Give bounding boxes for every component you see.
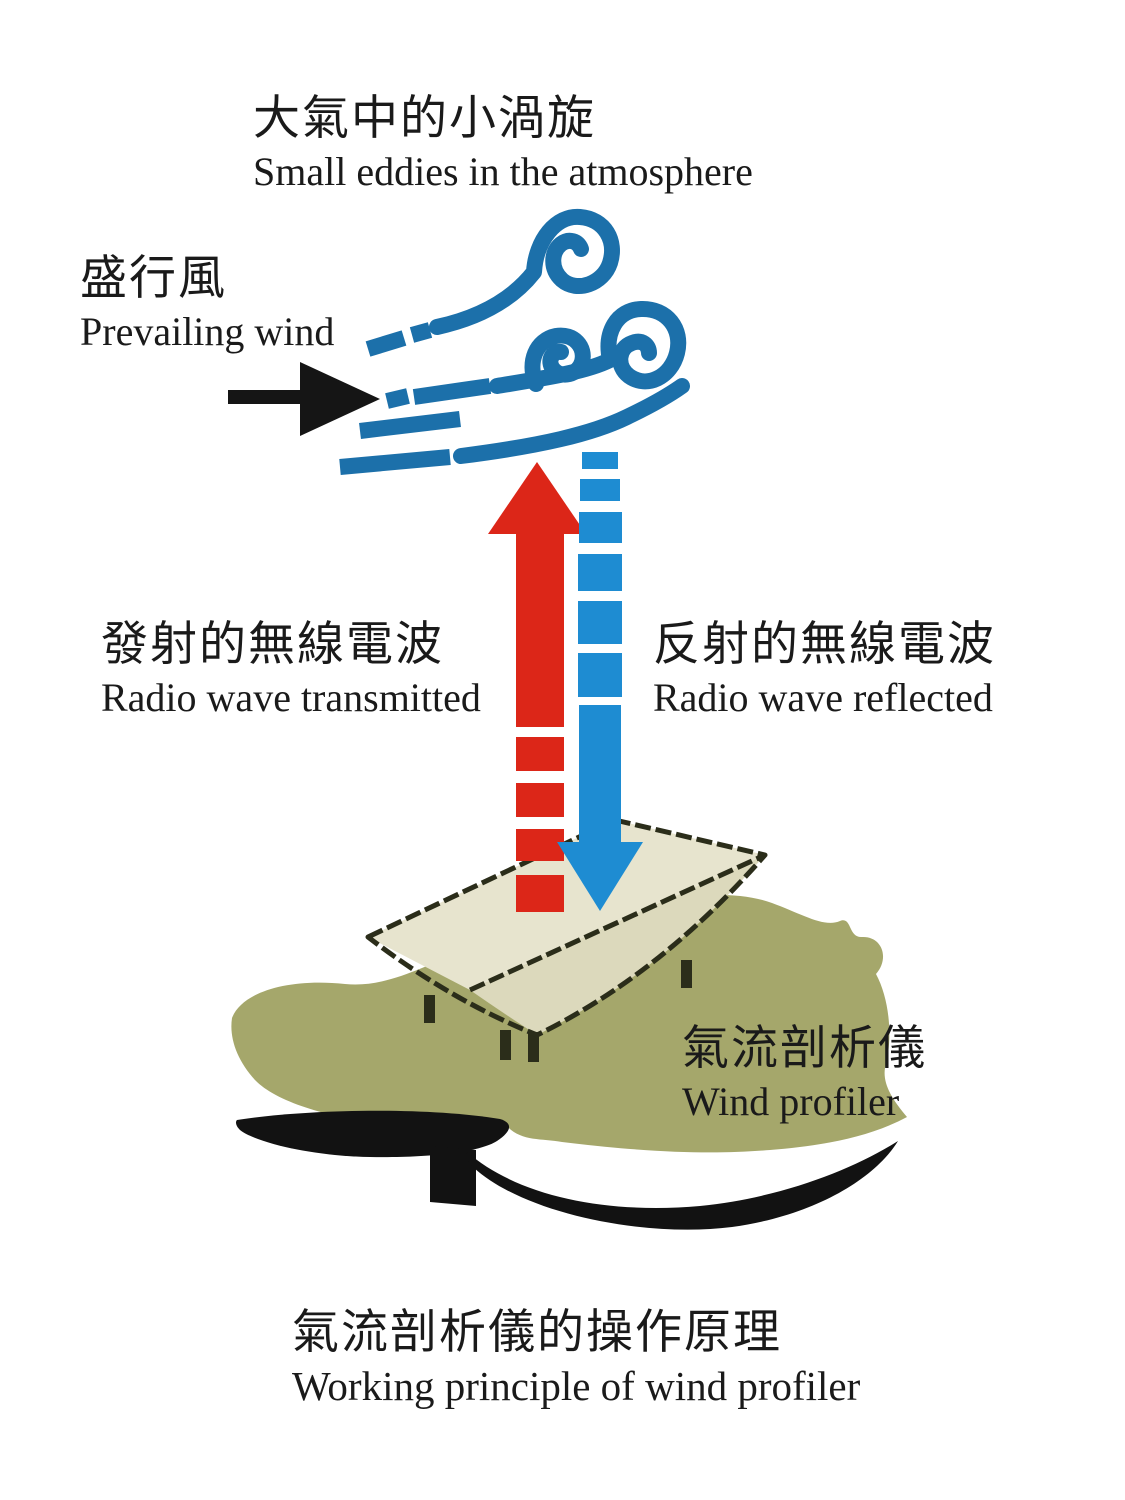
antenna-leg <box>528 1032 539 1062</box>
small-eddies-en: Small eddies in the atmosphere <box>253 149 753 194</box>
wind-dash <box>359 411 461 439</box>
caption-en: Working principle of wind profiler <box>292 1363 861 1409</box>
label-radio-reflected: 反射的無線電波 Radio wave reflected <box>653 616 996 722</box>
radio-transmitted-zh: 發射的無線電波 <box>101 619 444 671</box>
wind-profiler-antenna <box>365 817 768 1062</box>
prevailing-arrow-head <box>300 362 380 436</box>
prevailing-wind-en: Prevailing wind <box>80 309 335 354</box>
red-arrow-dash <box>516 875 564 912</box>
red-arrow-head <box>488 462 586 534</box>
eddy-curl-middle <box>489 301 687 394</box>
red-arrow-dash <box>516 829 564 861</box>
antenna-leg <box>424 995 435 1023</box>
ground-patch <box>231 894 908 1230</box>
blue-arrow-dash <box>582 452 618 469</box>
wind-profiler-en: Wind profiler <box>682 1079 900 1124</box>
eddy-curl-top <box>429 208 620 335</box>
blue-arrow-dash <box>578 601 622 644</box>
wind-dash <box>412 378 492 405</box>
prevailing-wind-zh: 盛行風 <box>80 253 227 305</box>
red-arrow-shaft <box>516 526 564 727</box>
blue-arrow-dash <box>580 479 620 501</box>
red-arrow-dash <box>516 783 564 817</box>
wind-eddies-illustration <box>339 208 690 475</box>
red-arrow-dash <box>516 737 564 771</box>
grass-blob <box>231 894 908 1153</box>
right-ground-shadow <box>466 1141 898 1230</box>
label-wind-profiler: 氣流剖析儀 Wind profiler <box>682 1020 927 1126</box>
antenna-panel-lower <box>470 855 765 1035</box>
antenna-outline <box>365 817 768 1038</box>
blue-arrow-dash <box>579 512 622 543</box>
label-radio-transmitted: 發射的無線電波 Radio wave transmitted <box>101 616 481 722</box>
wind-profiler-zh: 氣流剖析儀 <box>682 1023 927 1075</box>
wind-dash <box>385 388 410 409</box>
shadow-connector <box>430 1146 476 1206</box>
antenna-leg <box>500 1030 511 1060</box>
left-ground-shadow <box>236 1110 510 1158</box>
radio-reflected-en: Radio wave reflected <box>653 675 993 720</box>
blue-arrow-head <box>557 842 643 911</box>
radio-reflected-zh: 反射的無線電波 <box>653 619 996 671</box>
wind-dash <box>339 449 451 475</box>
title-small-eddies: 大氣中的小渦旋 Small eddies in the atmosphere <box>253 90 753 196</box>
label-prevailing-wind: 盛行風 Prevailing wind <box>80 250 334 356</box>
radio-wave-transmitted-arrow-up <box>488 462 586 912</box>
wind-dash <box>365 330 407 357</box>
caption-zh: 氣流剖析儀的操作原理 <box>292 1307 782 1359</box>
radio-wave-reflected-arrow-down <box>557 452 643 911</box>
prevailing-arrow-shaft <box>228 390 310 404</box>
wind-dash <box>409 322 433 343</box>
blue-arrow-dash <box>578 653 622 697</box>
blue-arrow-dash <box>578 554 622 591</box>
eddy-curl-small <box>524 327 591 392</box>
antenna-leg <box>681 960 692 988</box>
antenna-crease <box>468 852 767 993</box>
eddy-curve-bottom <box>453 378 690 464</box>
prevailing-wind-arrow <box>228 362 380 436</box>
small-eddies-zh: 大氣中的小渦旋 <box>253 93 596 145</box>
caption-working-principle: 氣流剖析儀的操作原理 Working principle of wind pro… <box>292 1304 860 1410</box>
blue-arrow-shaft <box>579 705 621 847</box>
radio-transmitted-en: Radio wave transmitted <box>101 675 481 720</box>
antenna-panel-upper <box>368 820 765 990</box>
